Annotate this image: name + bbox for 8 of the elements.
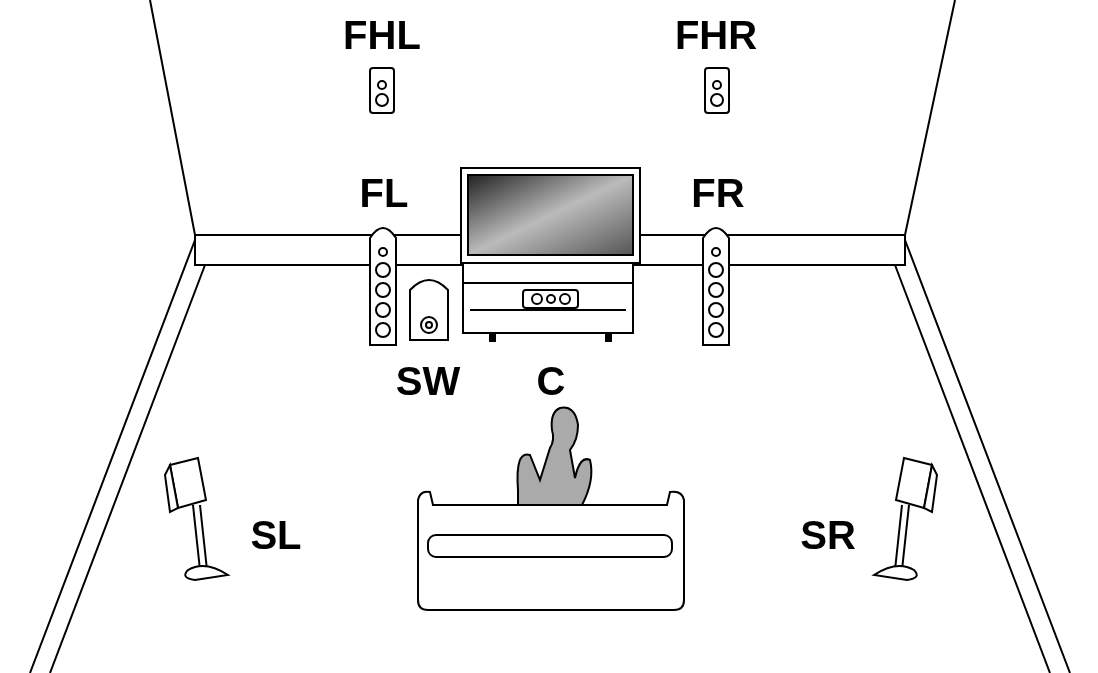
speaker-label: SR	[800, 515, 856, 555]
speaker-label: SW	[395, 361, 461, 401]
speaker-label: FHL	[343, 15, 421, 55]
speaker-label: FR	[691, 173, 745, 213]
speaker-label: FL	[359, 173, 409, 213]
speaker-label: SL	[250, 515, 302, 555]
speaker-label: C	[536, 361, 566, 401]
speaker-label: FHR	[674, 15, 758, 55]
